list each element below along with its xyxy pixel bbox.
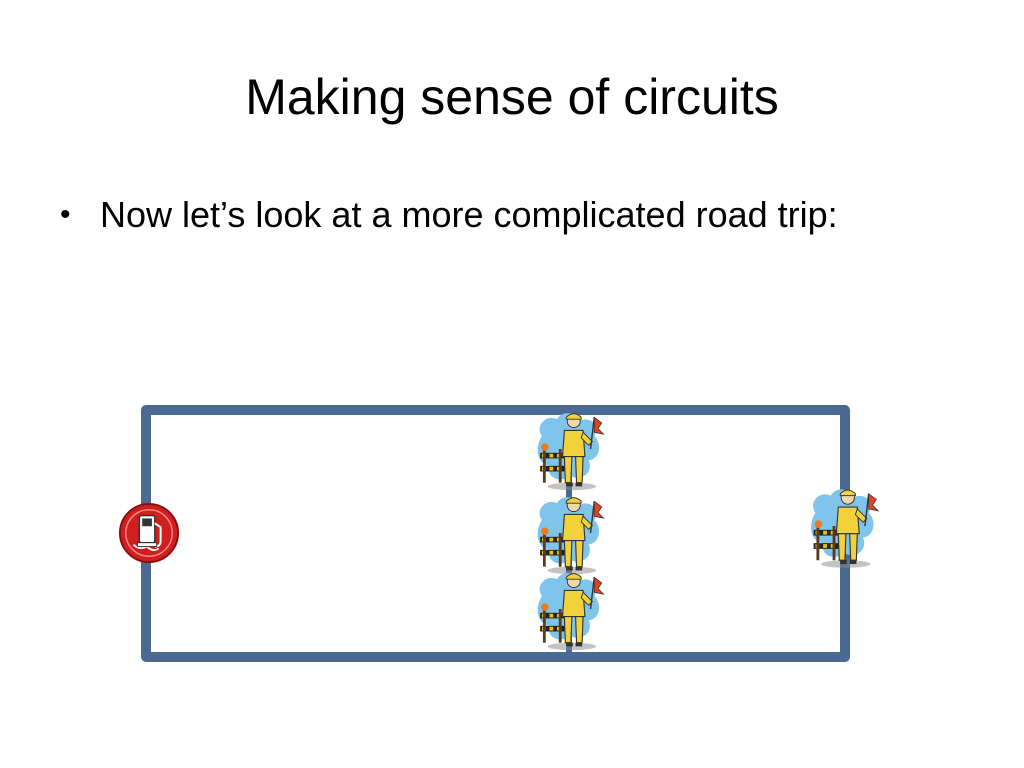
slide-title: Making sense of circuits <box>245 69 779 125</box>
road-worker-icon <box>536 496 605 575</box>
road-worker-icon <box>810 488 879 569</box>
road-worker-icon <box>536 572 605 651</box>
gas-pump-icon <box>118 502 180 564</box>
circuit-wire-loop <box>141 405 850 662</box>
bullet-marker: • <box>60 198 71 231</box>
road-worker-icon <box>536 412 605 491</box>
bullet-text: Now let’s look at a more complicated roa… <box>100 194 838 235</box>
bullet-item: • Now let’s look at a more complicated r… <box>56 188 916 242</box>
bullet-list: • Now let’s look at a more complicated r… <box>56 188 916 242</box>
